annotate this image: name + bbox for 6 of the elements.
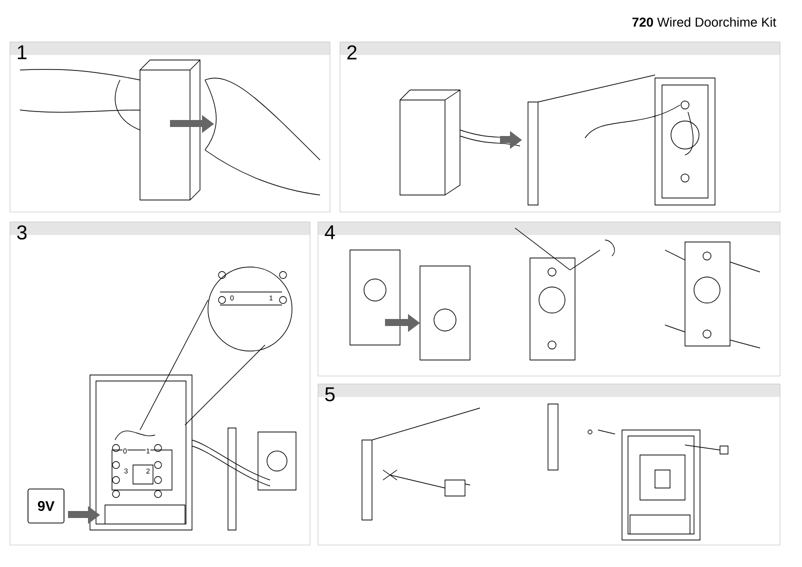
step-panel: 2: [340, 42, 780, 212]
step-panel: 5: [318, 384, 780, 546]
step-panel: 4: [318, 222, 780, 376]
battery: 9V: [28, 488, 64, 524]
title: 720 Wired Doorchime Kit: [632, 17, 776, 27]
step-panel: 1: [10, 42, 330, 212]
